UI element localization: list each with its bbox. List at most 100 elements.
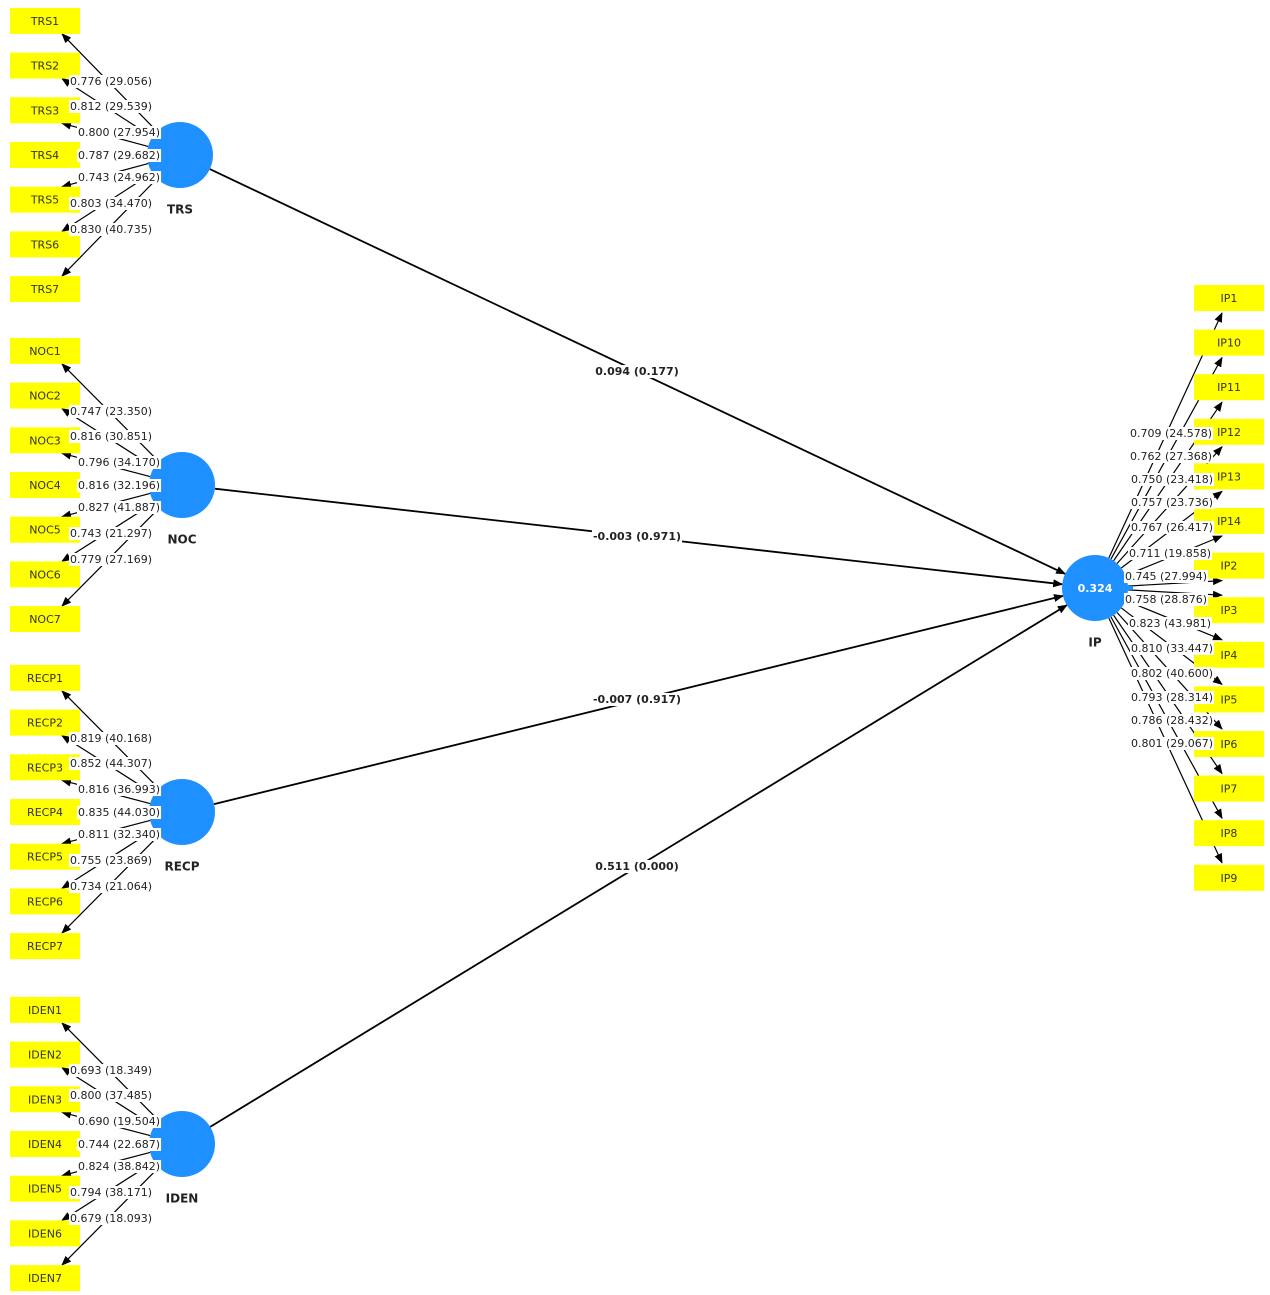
outer-loading-label: 0.779 (27.169) xyxy=(70,553,152,566)
outer-loading-label: 0.852 (44.307) xyxy=(70,757,152,770)
indicator-label: IP7 xyxy=(1221,783,1238,796)
indicator-label: TRS4 xyxy=(30,149,59,162)
indicator-box-ip1 xyxy=(1194,285,1264,311)
indicator-label: RECP3 xyxy=(27,761,63,774)
outer-loading-label: 0.767 (26.417) xyxy=(1131,521,1213,534)
indicator-box-iden5 xyxy=(10,1175,80,1202)
indicator-box-recp6 xyxy=(10,888,80,915)
construct-node-noc xyxy=(149,452,215,518)
outer-loading-label: 0.750 (23.418) xyxy=(1131,473,1213,486)
indicator-label: IP8 xyxy=(1221,827,1238,840)
indicator-label: IP11 xyxy=(1217,381,1241,394)
indicator-label: NOC1 xyxy=(29,345,61,358)
outer-loading-label: 0.800 (37.485) xyxy=(70,1089,152,1102)
outer-loading-label: 0.679 (18.093) xyxy=(70,1212,152,1225)
outer-loading-label: 0.835 (44.030) xyxy=(78,806,160,819)
construct-label: NOC xyxy=(167,533,196,547)
indicator-box-trs3 xyxy=(10,97,80,124)
indicator-label: NOC7 xyxy=(29,613,61,626)
construct-label: TRS xyxy=(167,203,193,217)
indicator-box-trs1 xyxy=(10,7,80,34)
indicator-label: IDEN4 xyxy=(28,1138,62,1151)
outer-loading-label: 0.745 (27.994) xyxy=(1125,570,1207,583)
indicator-box-recp1 xyxy=(10,664,80,691)
indicator-box-recp4 xyxy=(10,799,80,825)
outer-loading-label: 0.823 (43.981) xyxy=(1129,617,1211,630)
outer-loading-label: 0.800 (27.954) xyxy=(78,126,160,139)
indicator-label: IP1 xyxy=(1221,292,1238,305)
label-background xyxy=(69,732,154,745)
indicator-label: IDEN2 xyxy=(28,1049,62,1062)
label-background xyxy=(77,456,162,469)
label-background xyxy=(1130,714,1215,727)
construct-label: RECP xyxy=(164,860,199,874)
outer-loading-label: 0.693 (18.349) xyxy=(70,1064,152,1077)
outer-loading-label: 0.794 (38.171) xyxy=(70,1186,152,1199)
outer-loading-label: 0.810 (33.447) xyxy=(1131,642,1213,655)
indicator-box-recp3 xyxy=(10,754,80,781)
indicator-label: IP2 xyxy=(1221,560,1238,573)
outer-loading-label: 0.803 (34.470) xyxy=(70,197,152,210)
indicator-label: NOC6 xyxy=(29,568,61,581)
path-coefficient-label: -0.007 (0.917) xyxy=(593,693,681,706)
path-coefficient-label: 0.511 (0.000) xyxy=(595,860,678,873)
label-background xyxy=(77,806,162,819)
indicator-label: TRS2 xyxy=(30,60,59,73)
label-background xyxy=(1129,450,1214,463)
label-background xyxy=(69,405,154,418)
label-background xyxy=(77,1138,162,1151)
label-background xyxy=(77,171,162,184)
path-coefficient-label: -0.003 (0.971) xyxy=(593,530,681,543)
outer-loading-label: 0.734 (21.064) xyxy=(70,880,152,893)
outer-loading-label: 0.827 (41.887) xyxy=(78,501,160,514)
r-squared-value: 0.324 xyxy=(1078,582,1113,595)
outer-loading-label: 0.816 (30.851) xyxy=(70,430,152,443)
indicator-box-trs2 xyxy=(10,52,80,79)
outer-loading-label: 0.762 (27.368) xyxy=(1130,450,1212,463)
indicator-label: RECP4 xyxy=(27,806,63,819)
indicator-box-recp7 xyxy=(10,933,80,960)
label-background xyxy=(1130,667,1215,680)
outer-loading-label: 0.711 (19.858) xyxy=(1129,547,1211,560)
indicator-label: IP12 xyxy=(1217,426,1241,439)
label-background xyxy=(77,501,162,514)
outer-loading-label: 0.757 (23.736) xyxy=(1131,496,1213,509)
indicator-label: IP4 xyxy=(1221,649,1238,662)
indicator-box-ip7 xyxy=(1194,775,1264,802)
outer-loading-label: 0.690 (19.504) xyxy=(78,1115,160,1128)
indicator-label: RECP7 xyxy=(27,940,63,953)
outer-loading-label: 0.819 (40.168) xyxy=(70,732,152,745)
indicator-label: IDEN5 xyxy=(28,1183,62,1196)
outer-loading-label: 0.812 (29.539) xyxy=(70,100,152,113)
indicator-box-noc7 xyxy=(10,606,80,633)
label-background xyxy=(69,1089,154,1102)
label-background xyxy=(69,1186,154,1199)
outer-loading-label: 0.802 (40.600) xyxy=(1131,667,1213,680)
indicator-box-trs5 xyxy=(10,186,80,213)
indicator-label: TRS7 xyxy=(30,283,59,296)
node-handle xyxy=(1125,586,1133,590)
indicator-box-noc1 xyxy=(10,337,80,364)
label-background xyxy=(77,1160,162,1173)
construct-node-ip xyxy=(1062,555,1128,621)
indicator-label: RECP6 xyxy=(27,895,63,908)
indicator-label: IP13 xyxy=(1217,470,1241,483)
label-background xyxy=(1130,521,1215,534)
label-background xyxy=(1124,593,1209,606)
indicator-box-recp5 xyxy=(10,843,80,870)
label-background xyxy=(69,197,154,210)
indicator-box-iden4 xyxy=(10,1131,80,1157)
indicator-box-trs6 xyxy=(10,231,80,258)
label-background xyxy=(1130,642,1215,655)
path-coefficient-label: 0.094 (0.177) xyxy=(595,365,678,378)
indicator-label: IDEN1 xyxy=(28,1004,62,1017)
indicator-label: RECP2 xyxy=(27,717,63,730)
label-background xyxy=(591,693,683,706)
indicator-label: TRS1 xyxy=(30,15,59,28)
label-background xyxy=(69,223,154,236)
indicator-label: NOC3 xyxy=(29,434,61,447)
label-background xyxy=(1130,473,1215,486)
construct-label: IDEN xyxy=(166,1192,199,1206)
indicator-box-noc4 xyxy=(10,472,80,498)
